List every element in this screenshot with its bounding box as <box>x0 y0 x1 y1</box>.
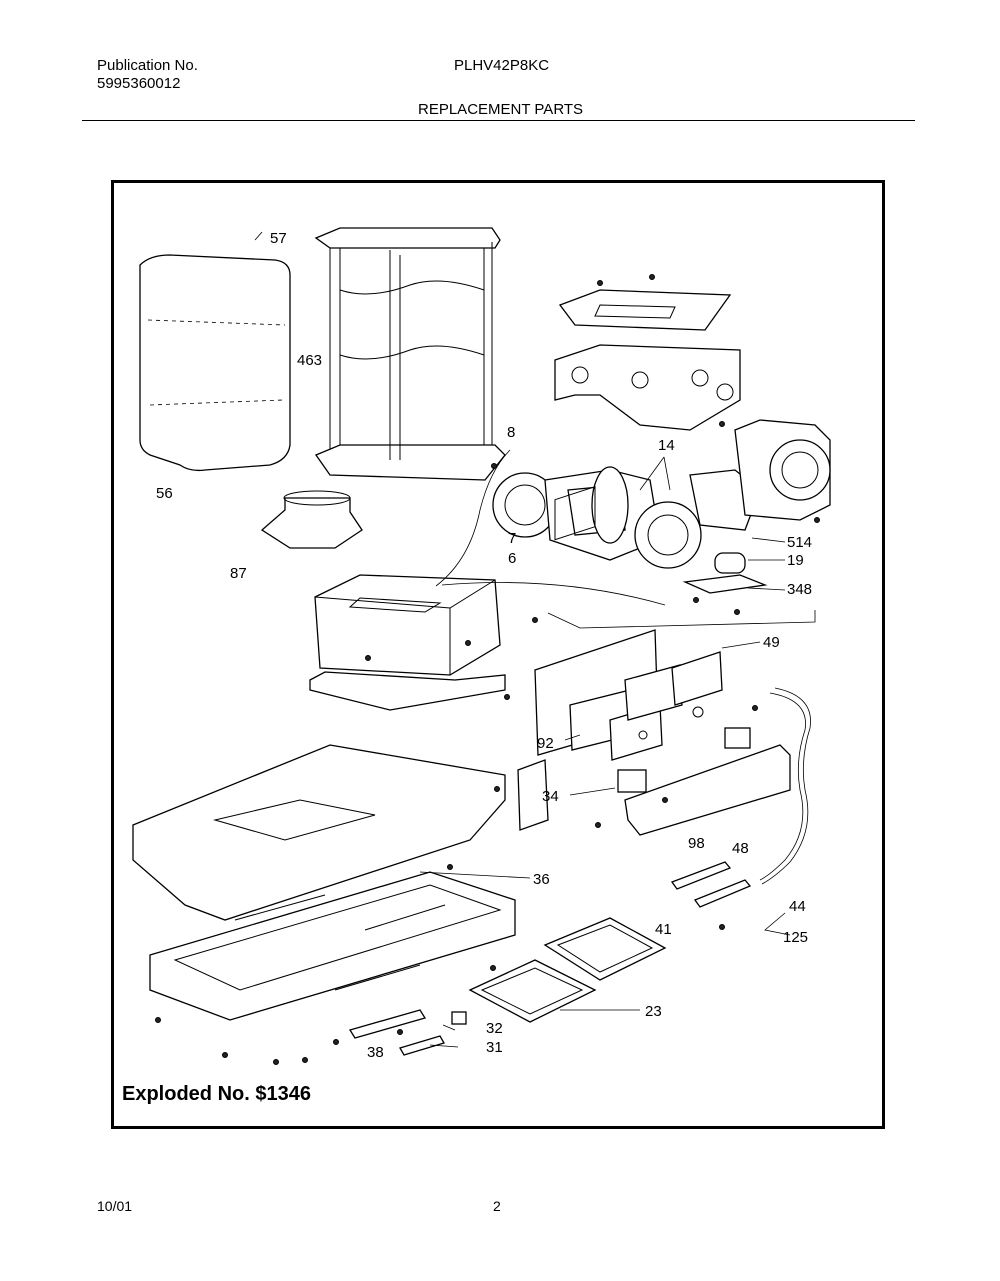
callout-23: 23 <box>645 1003 662 1020</box>
leader-lines <box>254 231 816 1048</box>
callout-7: 7 <box>508 530 516 547</box>
callout-57: 57 <box>270 230 287 247</box>
callout-514: 514 <box>787 534 812 551</box>
callout-34: 34 <box>542 788 559 805</box>
callout-41: 41 <box>655 921 672 938</box>
publication-number: 5995360012 <box>97 75 181 92</box>
callout-32: 32 <box>486 1020 503 1037</box>
callout-56: 56 <box>156 485 173 502</box>
callout-14: 14 <box>658 437 675 454</box>
exploded-number-label: Exploded No. $1346 <box>122 1083 311 1105</box>
wire-harness-edge <box>761 687 811 885</box>
part-light-parts <box>348 1009 467 1056</box>
wire-harness <box>759 692 806 881</box>
part-blower-assembly <box>492 419 831 569</box>
callout-87: 87 <box>230 565 247 582</box>
callout-463: 463 <box>297 352 322 369</box>
part-switch <box>670 861 752 908</box>
model-number: PLHV42P8KC <box>454 57 550 74</box>
part-cover <box>139 254 291 472</box>
callout-44: 44 <box>789 898 806 915</box>
header-rule <box>82 120 915 121</box>
diagram-frame <box>111 180 885 1129</box>
callout-36: 36 <box>533 871 550 888</box>
part-frame <box>314 227 506 481</box>
part-capacitor <box>682 552 768 594</box>
footer-date: 10/01 <box>97 1198 133 1214</box>
callout-92: 92 <box>537 735 554 752</box>
screws <box>155 274 820 1065</box>
callout-38: 38 <box>367 1044 384 1061</box>
callout-98: 98 <box>688 835 705 852</box>
part-transformer <box>617 727 751 793</box>
callout-348: 348 <box>787 581 812 598</box>
part-hood-pan <box>149 871 516 1021</box>
callout-125: 125 <box>783 929 808 946</box>
part-hood-top <box>132 744 506 921</box>
part-bracket <box>554 344 741 431</box>
part-duct-collar <box>260 490 363 549</box>
callout-19: 19 <box>787 552 804 569</box>
callout-31: 31 <box>486 1039 503 1056</box>
publication-label: Publication No. <box>97 57 198 74</box>
part-filters <box>468 917 667 1023</box>
part-top-plate <box>558 289 732 331</box>
page-number: 2 <box>493 1198 501 1214</box>
callout-6: 6 <box>508 550 516 567</box>
callout-49: 49 <box>763 634 780 651</box>
section-title: REPLACEMENT PARTS <box>418 101 584 118</box>
part-control-panel <box>517 486 723 831</box>
part-housing <box>309 574 506 711</box>
part-rail <box>624 744 791 836</box>
callout-48: 48 <box>732 840 749 857</box>
callout-8: 8 <box>507 424 515 441</box>
